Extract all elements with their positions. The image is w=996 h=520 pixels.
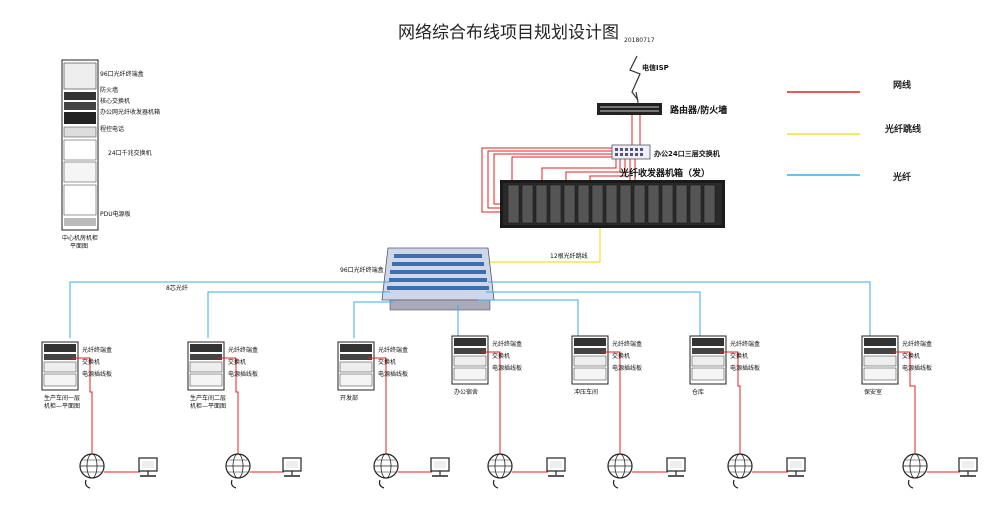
legend-label-fiber-jumper: 光纤跳线 — [884, 123, 921, 135]
sub-rack-caption: 开发部 — [340, 394, 358, 402]
legend-label-network-cable: 网线 — [893, 79, 911, 91]
sub-rack-caption-2: 机柜—平面图 — [44, 402, 80, 410]
rack-to-terminal-cable — [482, 351, 501, 455]
network-globe-icon — [373, 453, 399, 489]
sub-rack-caption: 保安室 — [864, 388, 882, 396]
sub-rack-label: 交换机 — [902, 352, 920, 360]
network-globe-icon — [487, 453, 513, 489]
center-rack-label-gigabit-switch: 24口千兆交换机 — [108, 149, 152, 157]
rack-to-terminal-cable — [218, 357, 239, 455]
core-switch-label: 办公24口三层交换机 — [654, 149, 720, 158]
fiber-panel-icon — [381, 247, 495, 311]
center-rack-label-firewall: 防火墙 — [100, 86, 118, 94]
sub-rack-label: 光纤终端盒 — [228, 346, 258, 354]
rack-to-terminal-cable — [720, 351, 741, 455]
sub-rack-label: 电源插线板 — [492, 364, 522, 372]
sub-rack-label: 电源插线板 — [82, 370, 112, 378]
rack-to-terminal-cable — [892, 351, 916, 455]
fiber8-label: 8芯光纤 — [166, 284, 188, 292]
sub-rack-label: 光纤终端盒 — [492, 340, 522, 348]
center-rack-label-fiber-box: 96口光纤终端盒 — [100, 70, 144, 78]
center-rack-caption: 中心机房机柜 — [62, 234, 98, 242]
sub-rack-label: 交换机 — [378, 358, 396, 366]
sub-rack-label: 交换机 — [730, 352, 748, 360]
sub-rack-label: 交换机 — [82, 358, 100, 366]
sub-rack-label: 光纤终端盒 — [902, 340, 932, 348]
center-rack-labels: 96口光纤终端盒 防火墙 核心交换机 办公网光纤收发器机箱 程控电话 24口千兆… — [100, 70, 160, 218]
pc-monitor-icon — [958, 457, 978, 477]
pc-monitor-icon — [138, 457, 158, 477]
pc-monitor-icon — [546, 457, 566, 477]
sub-rack-label: 电源插线板 — [612, 364, 642, 372]
isp-label: 电信ISP — [642, 63, 669, 72]
legend: 网线 光纤跳线 光纤 — [787, 79, 921, 183]
network-globe-icon — [902, 453, 928, 489]
fiber-panel-label: 96口光纤终端盒 — [340, 266, 384, 274]
fiber-trunk-lines — [69, 281, 871, 338]
center-rack-label-core-switch: 核心交换机 — [100, 97, 130, 105]
sub-rack-caption: 生产车间二层 — [190, 394, 226, 402]
center-rack-label-media-chassis: 办公网光纤收发器机箱 — [100, 108, 160, 116]
patch-jump-label: 12根光纤跳线 — [550, 252, 588, 260]
network-globe-icon — [79, 453, 105, 489]
rack-to-terminal-cable — [602, 351, 621, 455]
center-rack-label-pdu: PDU电源板 — [100, 210, 131, 218]
router-to-switch-cables — [631, 115, 641, 145]
network-globe-icon — [225, 453, 251, 489]
sub-racks: 光纤终端盒交换机电源插线板生产车间一层机柜—平面图光纤终端盒交换机电源插线板生产… — [41, 335, 978, 489]
sub-rack-label: 电源插线板 — [228, 370, 258, 378]
center-rack-icon — [61, 59, 99, 231]
rack-to-terminal-cable — [72, 357, 93, 455]
pc-monitor-icon — [786, 457, 806, 477]
core-switch-icon — [611, 144, 651, 160]
sub-rack-label: 电源插线板 — [902, 364, 932, 372]
sub-rack-label: 交换机 — [228, 358, 246, 366]
diagram-title-date: 20180717 — [624, 37, 655, 44]
sub-rack-label: 光纤终端盒 — [612, 340, 642, 348]
pc-monitor-icon — [430, 457, 450, 477]
network-globe-icon — [727, 453, 753, 489]
sub-rack-caption-2: 机柜—平面图 — [190, 402, 226, 410]
network-globe-icon — [607, 453, 633, 489]
media-chassis-label: 光纤收发器机箱（发） — [619, 167, 710, 179]
sub-rack-label: 光纤终端盒 — [378, 346, 408, 354]
pc-monitor-icon — [282, 457, 302, 477]
sub-rack-label: 光纤终端盒 — [82, 346, 112, 354]
pc-monitor-icon — [666, 457, 686, 477]
sub-rack-label: 交换机 — [612, 352, 630, 360]
sub-rack-label: 电源插线板 — [378, 370, 408, 378]
sub-rack-caption: 办公宿舍 — [454, 388, 478, 396]
sub-rack-label: 电源插线板 — [730, 364, 760, 372]
diagram-title: 网络综合布线项目规划设计图 — [398, 23, 619, 43]
center-rack-caption-2: 平面图 — [70, 243, 88, 250]
sub-rack-caption: 生产车间一层 — [44, 394, 80, 402]
media-converter-chassis-icon — [500, 180, 725, 228]
legend-label-fiber: 光纤 — [892, 171, 911, 183]
router-label: 路由器/防火墙 — [670, 104, 727, 116]
rack-to-terminal-cable — [368, 357, 387, 455]
center-rack-label-phone: 程控电话 — [100, 125, 124, 133]
isp-lightning-icon — [629, 55, 641, 103]
sub-rack-caption: 仓库 — [692, 388, 704, 396]
sub-rack-label: 交换机 — [492, 352, 510, 360]
sub-rack-caption: 冲压车间 — [574, 388, 598, 396]
router-firewall-icon — [597, 103, 662, 115]
sub-rack-label: 光纤终端盒 — [730, 340, 760, 348]
